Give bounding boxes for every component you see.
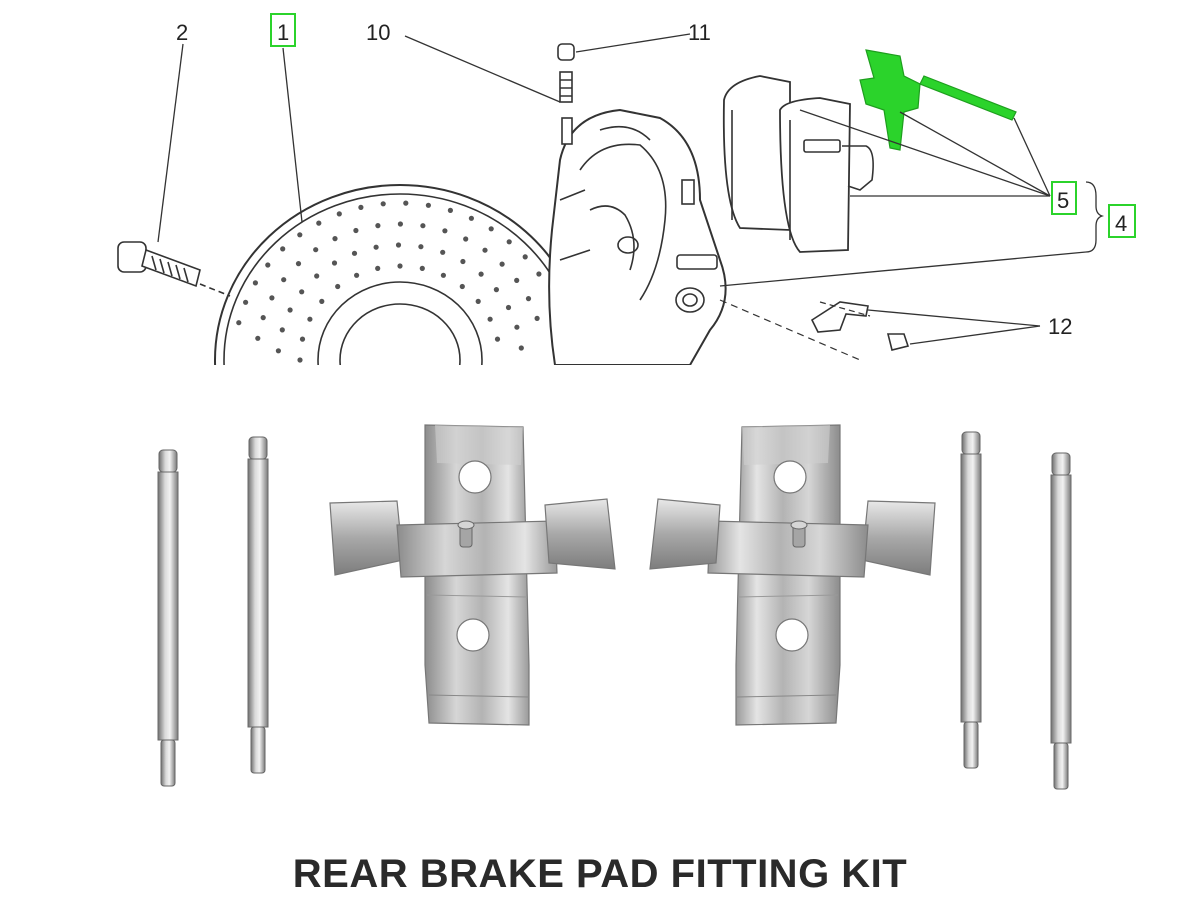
exploded-parts-diagram: 2 1 10 11 5 4 12	[117, 13, 1136, 365]
brake-disc	[214, 184, 586, 365]
pad-spring-right	[649, 424, 936, 726]
callout-11: 11	[688, 20, 711, 45]
callout-1: 1	[277, 20, 289, 45]
bleed-screw	[557, 43, 695, 205]
callout-5-highlight	[1051, 181, 1077, 215]
leader-lines	[157, 33, 1105, 345]
callout-4-highlight	[1108, 204, 1136, 238]
callout-10: 10	[366, 20, 390, 45]
pad-spring-left	[329, 424, 616, 726]
product-caption: REAR BRAKE PAD FITTING KIT	[292, 852, 908, 896]
caliper-clip	[810, 301, 910, 351]
guide-pin-3	[960, 431, 982, 769]
callout-5: 5	[1057, 188, 1069, 213]
guide-pin-2	[247, 436, 269, 774]
callout-1-highlight	[270, 13, 296, 47]
guide-pin-1	[157, 449, 179, 787]
callout-4: 4	[1115, 211, 1127, 236]
callout-12: 12	[1048, 314, 1072, 339]
highlighted-pad-spring	[859, 49, 1017, 151]
disc-bolt	[117, 241, 231, 297]
brake-caliper	[548, 108, 727, 365]
callout-2: 2	[176, 20, 188, 45]
guide-pin-4	[1050, 452, 1072, 790]
kit-parts-photo	[157, 424, 1072, 790]
brake-pads	[722, 75, 874, 253]
